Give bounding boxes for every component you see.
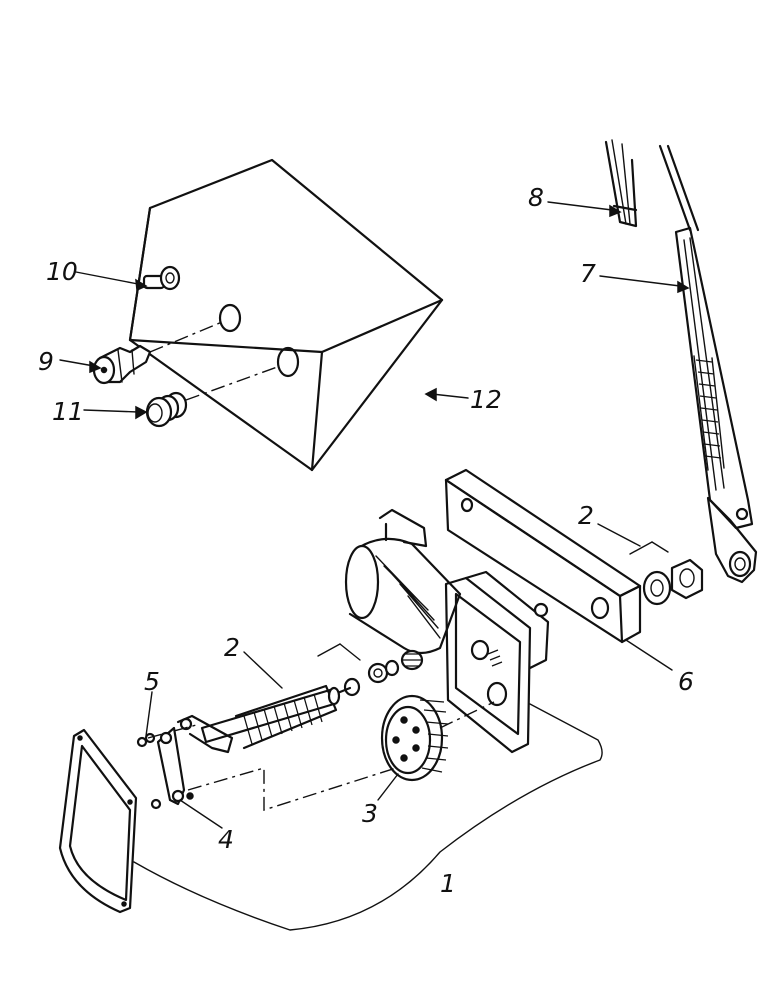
- callout-3: 3: [362, 799, 378, 828]
- callout-6: 6: [678, 667, 694, 696]
- motor-body: [344, 508, 462, 655]
- leader-lines: [59, 201, 690, 829]
- shaft-washers: [317, 643, 400, 697]
- switch: [142, 265, 181, 291]
- drive-gear: [380, 694, 449, 782]
- pinion: [400, 649, 424, 671]
- alignment-line: [149, 321, 223, 353]
- alignment-line: [187, 767, 397, 811]
- mounting-bracket: [444, 468, 642, 644]
- alignment-line: [147, 723, 201, 739]
- grommet: [145, 391, 188, 428]
- callout-5: 5: [144, 667, 160, 696]
- callout-7: 7: [580, 259, 596, 288]
- callout-10: 10: [46, 257, 78, 286]
- wiper-blade: [604, 139, 638, 228]
- callout-12: 12: [470, 385, 502, 414]
- callouts: 10 9 11 12 8 7 2 6 2 5 4 3 1: [38, 183, 694, 898]
- control-box: [128, 158, 444, 472]
- callout-2-left: 2: [224, 633, 240, 662]
- worm-shaft: [200, 684, 352, 750]
- nut-and-washer-right: [629, 541, 704, 606]
- box-hole-lower: [276, 346, 300, 378]
- assembly-brace: [133, 703, 603, 931]
- callout-2-right: 2: [578, 501, 594, 530]
- callout-8: 8: [528, 183, 544, 212]
- box-hole-upper: [218, 303, 242, 333]
- gearbox-housing: [444, 570, 550, 754]
- callout-4: 4: [218, 825, 234, 854]
- wiper-arm: [658, 144, 758, 584]
- callout-1: 1: [440, 869, 456, 898]
- alignment-line: [439, 701, 495, 729]
- gearbox-cover: [58, 728, 138, 914]
- arm-spring: [693, 355, 725, 471]
- alignment-line: [185, 365, 281, 401]
- callout-11: 11: [52, 397, 84, 426]
- cable-gland: [92, 344, 152, 385]
- crank-link: [150, 714, 234, 810]
- callout-9: 9: [38, 347, 54, 376]
